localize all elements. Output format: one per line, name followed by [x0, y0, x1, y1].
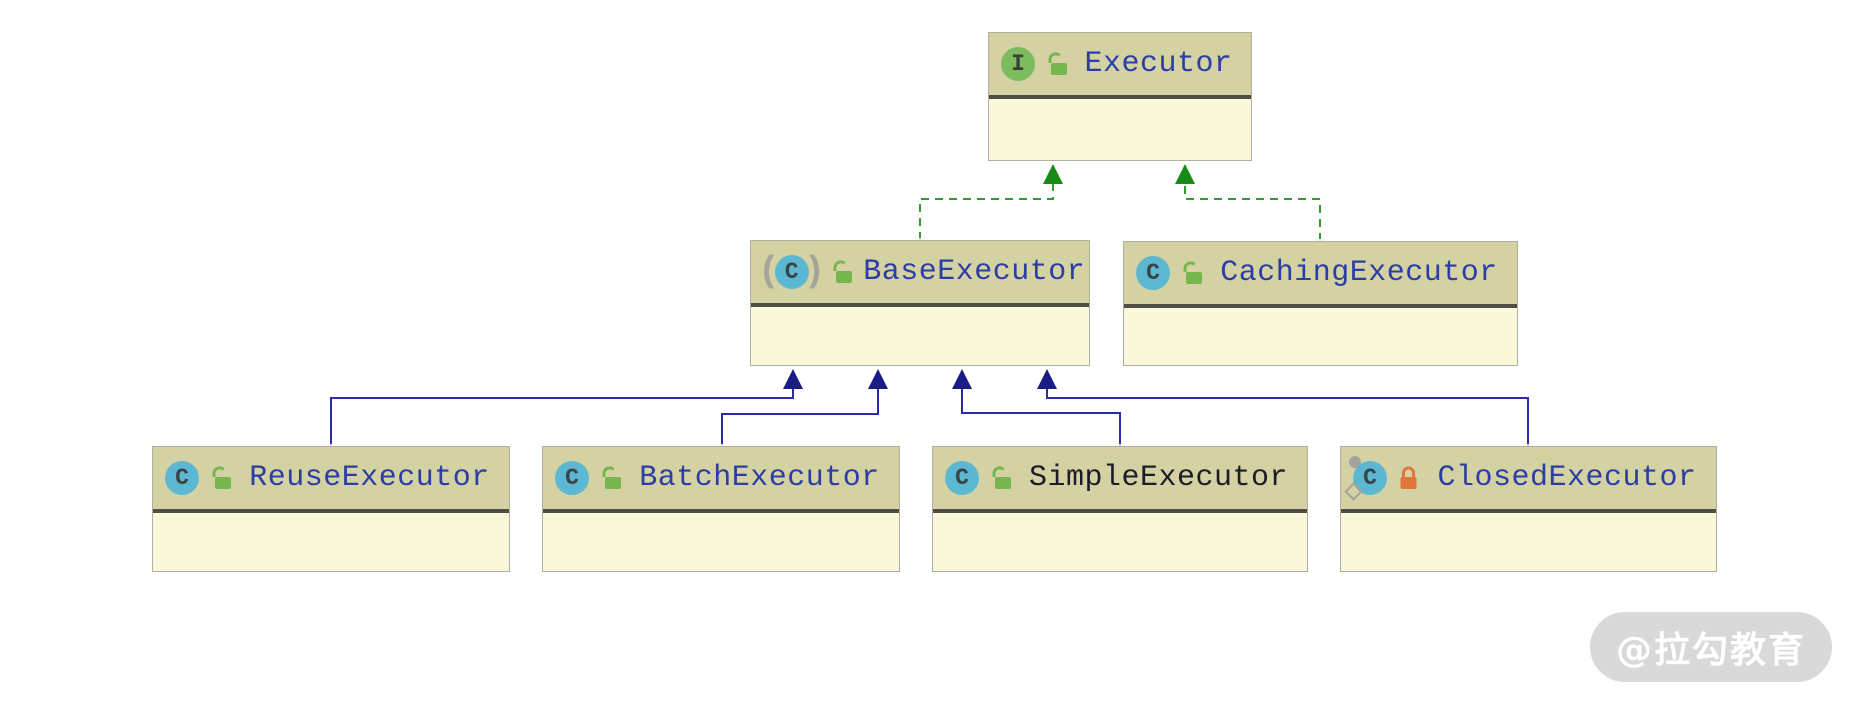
lock-open-icon	[992, 466, 1011, 489]
class-header[interactable]: C CachingExecutor	[1124, 242, 1517, 304]
header-body-separator	[1124, 304, 1517, 308]
class-circle: C	[1353, 461, 1387, 495]
watermark-text: @拉勾教育	[1615, 630, 1806, 671]
class-title: Executor	[1084, 47, 1233, 81]
abstract-paren: )	[803, 251, 826, 292]
class-icon: C	[555, 461, 589, 495]
lock-open-icon	[1183, 261, 1202, 284]
edge-extends-closedexecutor-to-baseexecutor	[1037, 369, 1529, 446]
header-body-separator	[989, 95, 1251, 99]
edge-extends-batchexecutor-to-baseexecutor	[721, 369, 888, 446]
abstract-class-icon: (C)	[758, 254, 825, 290]
header-body-separator	[751, 303, 1089, 307]
class-title: ReuseExecutor	[249, 461, 490, 495]
class-node-simpleexecutor[interactable]: C SimpleExecutor	[932, 446, 1308, 572]
class-icon: C	[945, 461, 979, 495]
class-body[interactable]	[751, 307, 1089, 365]
class-icon: C	[165, 461, 199, 495]
class-header[interactable]: (C) BaseExecutor	[751, 241, 1089, 303]
edge-implements-cachingexecutor-to-executor	[1175, 164, 1321, 241]
class-header[interactable]: C ClosedExecutor	[1341, 447, 1716, 509]
class-node-batchexecutor[interactable]: C BatchExecutor	[542, 446, 900, 572]
class-circle: C	[555, 461, 589, 495]
class-body[interactable]	[543, 513, 899, 571]
class-title: ClosedExecutor	[1437, 461, 1697, 495]
lock-open-icon	[1048, 52, 1067, 75]
class-title: SimpleExecutor	[1028, 461, 1289, 495]
class-circle: C	[1136, 256, 1170, 290]
class-body[interactable]	[989, 99, 1251, 160]
class-body[interactable]	[933, 513, 1307, 571]
edge-extends-reuseexecutor-to-baseexecutor	[330, 369, 803, 446]
class-node-baseexecutor[interactable]: (C) BaseExecutor	[750, 240, 1090, 366]
class-icon: C	[1136, 256, 1170, 290]
lock-closed-icon	[1400, 466, 1417, 489]
class-circle: C	[945, 461, 979, 495]
lock-open-icon	[602, 466, 621, 489]
watermark-badge: @拉勾教育	[1590, 612, 1832, 682]
class-circle: C	[774, 255, 809, 289]
class-node-executor[interactable]: I Executor	[988, 32, 1252, 161]
class-node-reuseexecutor[interactable]: C ReuseExecutor	[152, 446, 510, 572]
class-header[interactable]: I Executor	[989, 33, 1251, 95]
lock-open-icon	[833, 260, 853, 283]
class-node-closedexecutor[interactable]: C ClosedExecutor	[1340, 446, 1717, 572]
class-header[interactable]: C BatchExecutor	[543, 447, 899, 509]
header-body-separator	[1341, 509, 1716, 513]
class-circle: C	[165, 461, 199, 495]
edge-extends-simpleexecutor-to-baseexecutor	[952, 369, 1121, 446]
interface-icon: I	[1001, 47, 1035, 81]
header-body-separator	[933, 509, 1307, 513]
class-header[interactable]: C SimpleExecutor	[933, 447, 1307, 509]
inner-class-icon: C	[1344, 456, 1387, 501]
class-body[interactable]	[1341, 513, 1716, 571]
lock-open-icon	[212, 466, 231, 489]
header-body-separator	[153, 509, 509, 513]
edge-implements-baseexecutor-to-executor	[919, 164, 1063, 240]
class-body[interactable]	[1124, 308, 1517, 365]
class-title: BaseExecutor	[863, 255, 1086, 289]
class-title: CachingExecutor	[1220, 256, 1498, 290]
interface-circle: I	[1001, 47, 1035, 81]
abstract-paren: (	[758, 251, 780, 292]
class-body[interactable]	[153, 513, 509, 571]
header-body-separator	[543, 509, 899, 513]
class-node-cachingexecutor[interactable]: C CachingExecutor	[1123, 241, 1518, 366]
class-header[interactable]: C ReuseExecutor	[153, 447, 509, 509]
class-title: BatchExecutor	[639, 461, 880, 495]
